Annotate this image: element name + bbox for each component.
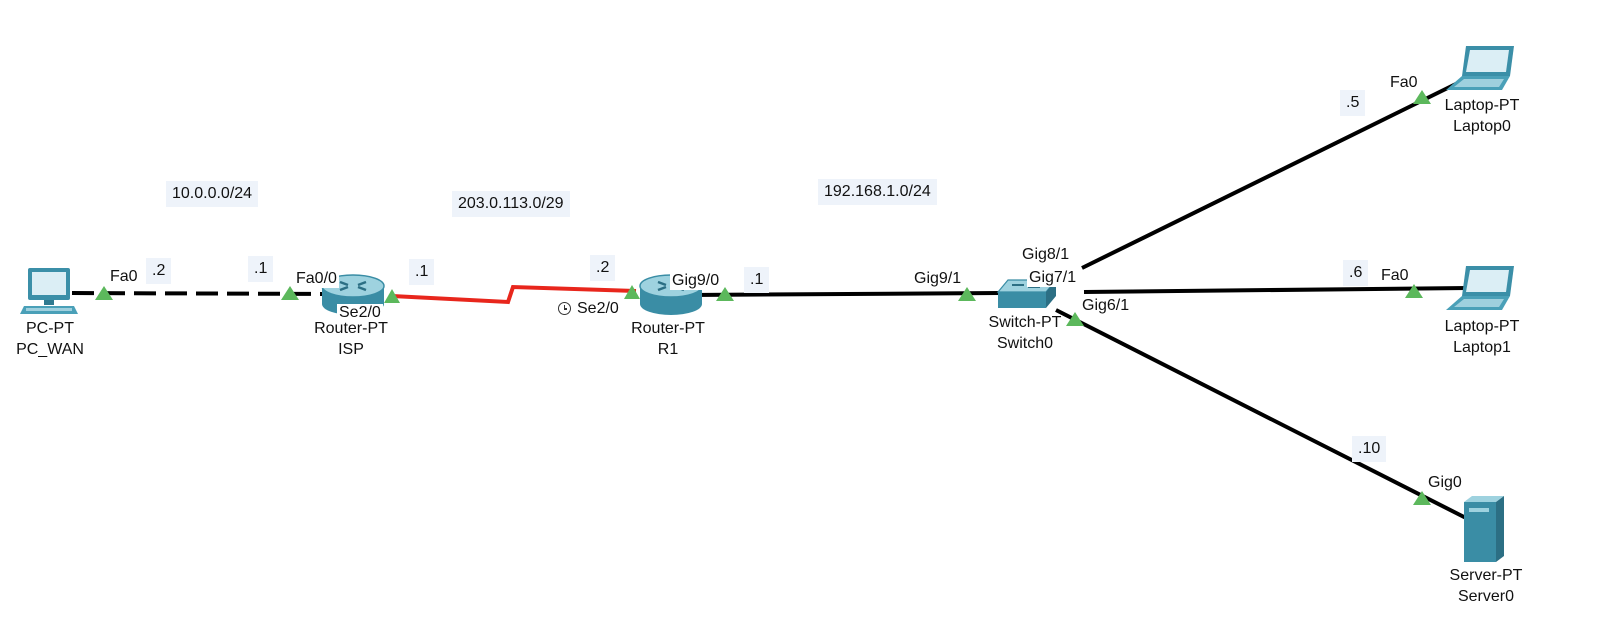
interface-label-laptop1-fa0: Fa0 <box>1379 267 1411 285</box>
interface-label-sw-gig71: Gig7/1 <box>1027 269 1079 287</box>
device-label-isp[interactable]: Router-PT ISP <box>281 318 421 360</box>
port-up-indicator <box>624 285 640 299</box>
interface-label-isp-se20: Se2/0 <box>337 304 383 322</box>
device-label-laptop0[interactable]: Laptop-PT Laptop0 <box>1412 95 1552 137</box>
device-label-r1[interactable]: Router-PT R1 <box>598 318 738 360</box>
host-octet-pc: .2 <box>146 258 172 284</box>
link-isp-r1-serial[interactable] <box>391 284 637 305</box>
interface-label-r1-se20: Se2/0 <box>575 300 621 318</box>
port-up-indicator <box>716 287 734 301</box>
port-up-indicator <box>1413 491 1431 505</box>
port-up-indicator <box>1066 312 1084 326</box>
port-up-indicator <box>1413 90 1431 104</box>
network-label-lan: 192.168.1.0/24 <box>818 179 937 205</box>
link-pc-isp[interactable] <box>71 291 336 296</box>
device-label-pc-wan[interactable]: PC-PT PC_WAN <box>0 318 120 360</box>
device-label-switch0[interactable]: Switch-PT Switch0 <box>955 312 1095 354</box>
device-name: ISP <box>338 341 364 358</box>
port-up-indicator <box>95 286 113 300</box>
host-octet-laptop0: .5 <box>1340 90 1366 116</box>
device-model: Router-PT <box>314 320 388 337</box>
link-r1-switch[interactable] <box>689 291 1001 297</box>
device-model: PC-PT <box>26 320 74 337</box>
port-up-indicator <box>1405 284 1423 298</box>
pc-icon[interactable] <box>20 266 80 318</box>
port-up-indicator <box>281 286 299 300</box>
device-name: Laptop0 <box>1453 118 1511 135</box>
host-octet-isp-lan: .1 <box>248 256 274 282</box>
device-name: Server0 <box>1457 588 1515 605</box>
device-model: Router-PT <box>631 320 705 337</box>
device-name: Laptop1 <box>1453 339 1511 356</box>
interface-label-sw-gig91: Gig9/1 <box>912 270 964 288</box>
interface-label-isp-fa00: Fa0/0 <box>294 270 339 288</box>
laptop-icon[interactable] <box>1444 264 1518 316</box>
clock-icon <box>558 302 571 315</box>
network-label-wan: 10.0.0.0/24 <box>166 181 259 207</box>
link-switch-server0[interactable] <box>1055 308 1467 520</box>
host-octet-r1-serial: .2 <box>590 255 616 281</box>
server-icon[interactable] <box>1460 494 1510 564</box>
host-octet-server0: .10 <box>1352 436 1387 462</box>
laptop-icon[interactable] <box>1444 44 1518 96</box>
link-switch-laptop1[interactable] <box>1083 286 1469 294</box>
port-up-indicator <box>958 287 976 301</box>
network-label-serial: 203.0.113.0/29 <box>452 191 570 217</box>
interface-label-sw-gig61: Gig6/1 <box>1080 297 1132 315</box>
interface-label-r1-gig90: Gig9/0 <box>670 272 722 290</box>
link-switch-laptop0[interactable] <box>1081 76 1469 270</box>
port-up-indicator <box>384 289 400 303</box>
device-label-server0[interactable]: Server-PT Server0 <box>1416 565 1556 607</box>
device-model: Server-PT <box>1449 567 1523 584</box>
device-model: Switch-PT <box>988 314 1062 331</box>
device-model: Laptop-PT <box>1444 97 1520 114</box>
device-model: Laptop-PT <box>1444 318 1520 335</box>
device-name: Switch0 <box>996 335 1054 352</box>
interface-label-server-gig0: Gig0 <box>1426 474 1464 492</box>
device-name: PC_WAN <box>16 341 84 358</box>
interface-label-pc-fa0: Fa0 <box>108 268 140 286</box>
interface-label-sw-gig81: Gig8/1 <box>1020 246 1072 264</box>
host-octet-isp-serial: .1 <box>409 259 435 285</box>
device-name: R1 <box>657 341 679 358</box>
device-label-laptop1[interactable]: Laptop-PT Laptop1 <box>1412 316 1552 358</box>
host-octet-r1-lan: .1 <box>744 267 770 293</box>
host-octet-laptop1: .6 <box>1343 260 1369 286</box>
interface-label-laptop0-fa0: Fa0 <box>1388 74 1420 92</box>
